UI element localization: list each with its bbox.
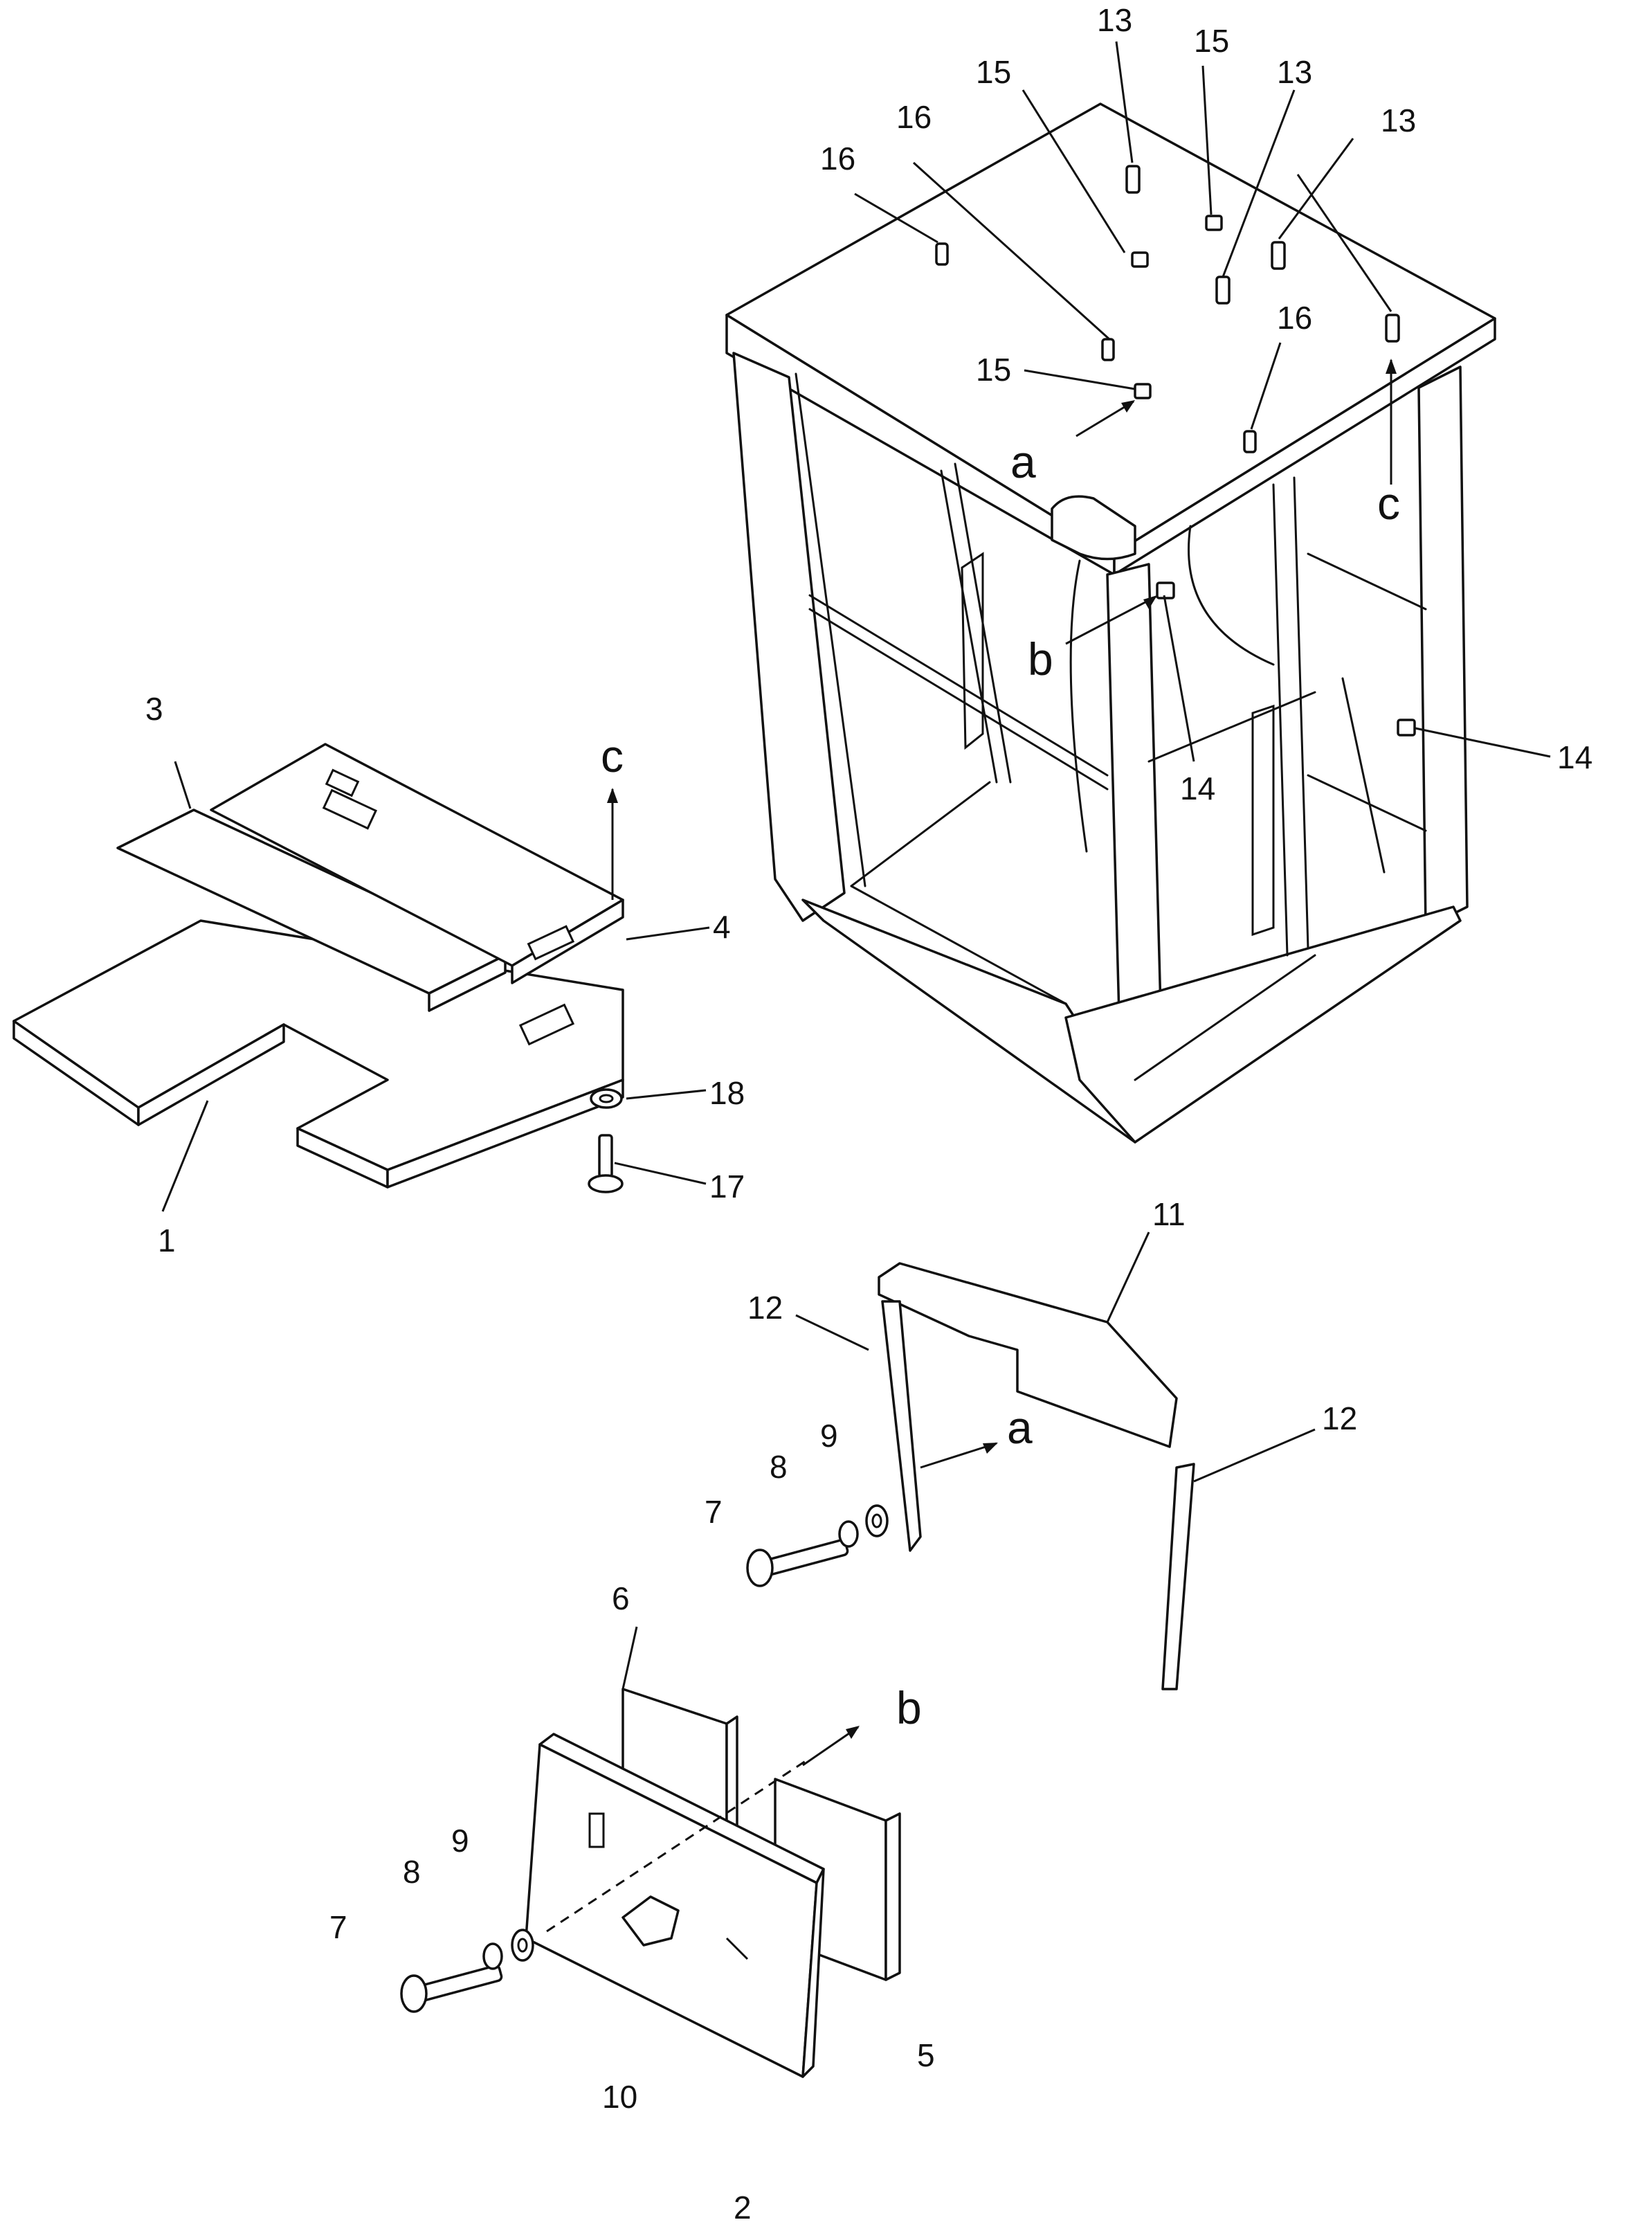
callout-13-right: 13 xyxy=(1381,102,1416,138)
ref-c-cab: c xyxy=(1377,478,1400,529)
callout-17: 17 xyxy=(709,1168,745,1204)
callout-13-top: 13 xyxy=(1097,2,1132,38)
callout-16-left: 16 xyxy=(820,141,855,177)
callout-9-upper: 9 xyxy=(820,1418,838,1454)
callout-7-upper: 7 xyxy=(705,1494,723,1530)
callout-8-upper: 8 xyxy=(770,1449,788,1485)
callout-12-right: 12 xyxy=(1322,1400,1357,1436)
clip-parts xyxy=(935,165,1416,737)
reference-letters: a b c c a b xyxy=(601,436,1400,1733)
trim-panels xyxy=(746,1262,1195,1690)
ref-a-cab: a xyxy=(1010,436,1036,487)
callout-7-lower: 7 xyxy=(329,1909,347,1945)
ref-b-cab: b xyxy=(1028,633,1053,685)
callout-4: 4 xyxy=(713,909,731,945)
callout-6: 6 xyxy=(612,1580,630,1616)
callout-2: 2 xyxy=(734,2190,752,2226)
callout-15-lower: 15 xyxy=(976,352,1011,388)
callout-8-lower: 8 xyxy=(403,1854,421,1890)
callout-12-left: 12 xyxy=(747,1290,783,1326)
reference-arrows xyxy=(607,359,1397,1767)
floor-assembly xyxy=(12,743,624,1193)
callout-1: 1 xyxy=(158,1222,176,1258)
callout-14-right: 14 xyxy=(1557,739,1592,775)
callout-13-middle: 13 xyxy=(1277,54,1312,90)
callout-14-center: 14 xyxy=(1180,770,1215,806)
callout-15-left: 15 xyxy=(976,54,1011,90)
ref-c-floor: c xyxy=(601,730,624,782)
ref-b-panel: b xyxy=(896,1682,922,1733)
callout-10: 10 xyxy=(602,2079,637,2115)
callout-16-right: 16 xyxy=(1277,300,1312,336)
callout-15-top: 15 xyxy=(1194,23,1229,59)
callout-5: 5 xyxy=(917,2037,935,2073)
callout-18: 18 xyxy=(709,1075,745,1111)
callout-16-middle: 16 xyxy=(896,99,932,135)
back-panels xyxy=(400,1688,901,2078)
ref-a-panel: a xyxy=(1007,1402,1033,1453)
leader-lines xyxy=(161,41,1551,1960)
callout-labels: 1 2 3 4 5 6 7 7 8 8 9 9 10 11 12 12 13 1… xyxy=(145,2,1592,2226)
callout-3: 3 xyxy=(145,691,163,727)
cab-frame xyxy=(725,102,1496,1144)
callout-11: 11 xyxy=(1152,1196,1186,1232)
callout-9-lower: 9 xyxy=(451,1823,469,1859)
